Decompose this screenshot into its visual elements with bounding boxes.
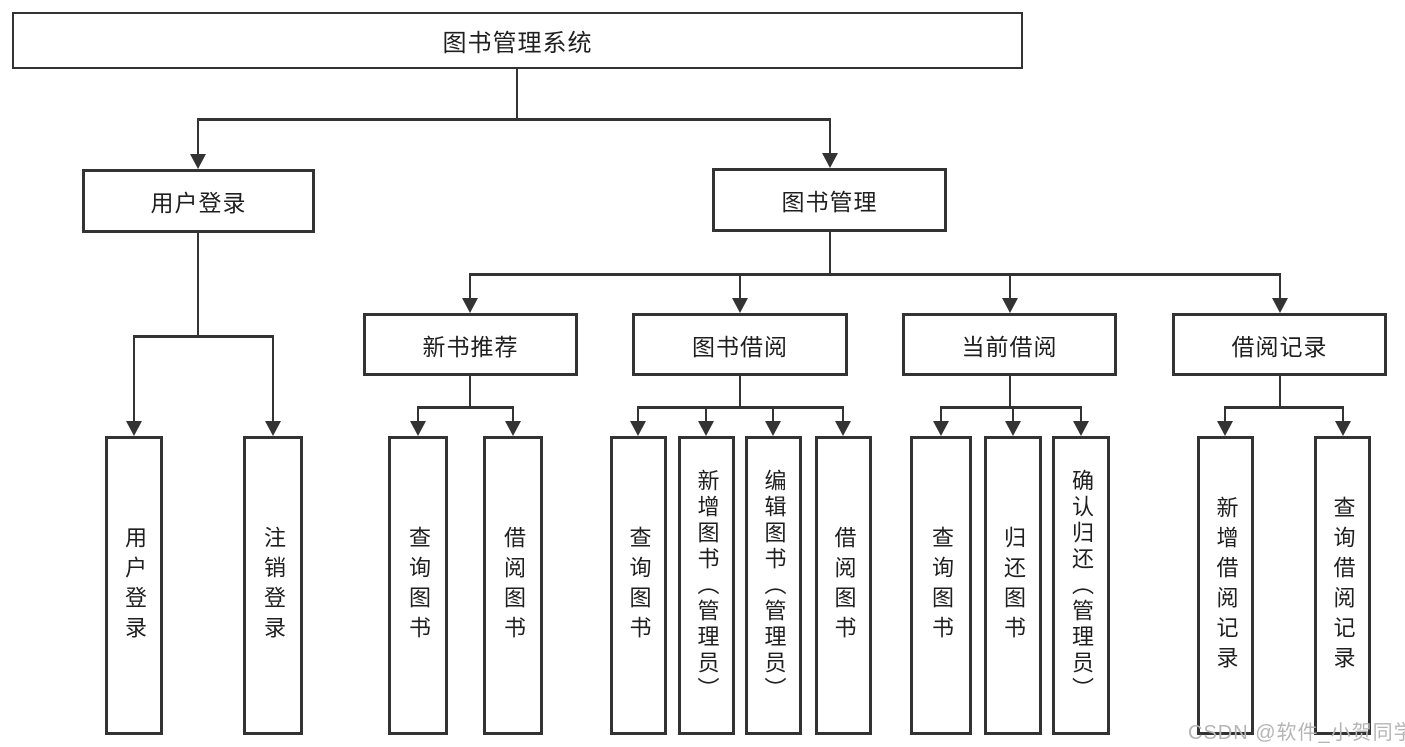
node-library-system: 图书管理系统: [12, 12, 1023, 69]
leaf-logout: 注销登录: [243, 436, 303, 735]
leaf-query-books-recommend: 查询图书: [388, 436, 448, 735]
connector-arrowhead-icon: [1005, 421, 1021, 436]
leaf-query-books-borrowing: 查询图书: [610, 436, 667, 735]
connector-line: [828, 232, 832, 273]
connector-arrowhead-icon: [630, 421, 646, 436]
leaf-label: 借阅图书: [831, 525, 857, 646]
connector-line: [515, 69, 519, 118]
connector-arrowhead-icon: [410, 421, 426, 436]
connector-line: [1341, 406, 1345, 423]
connector-arrowhead-icon: [835, 421, 851, 436]
connector-line: [1008, 273, 1012, 300]
leaf-add-books-admin: 新增图书（管理员）: [678, 436, 735, 735]
leaf-label: 查询图书: [406, 525, 431, 646]
connector-arrowhead-icon: [1272, 298, 1288, 313]
node-user-login: 用户登录: [82, 169, 315, 233]
leaf-user-login: 用户登录: [105, 436, 163, 735]
connector-line: [196, 118, 832, 121]
connector-line: [841, 406, 845, 423]
leaf-query-books-current: 查询图书: [910, 436, 972, 735]
leaf-edit-books-admin: 编辑图书（管理员）: [745, 436, 802, 735]
node-book-management: 图书管理: [712, 168, 947, 232]
leaf-label: 查询图书: [929, 525, 954, 646]
connector-line: [416, 406, 420, 423]
leaf-add-borrow-record: 新增借阅记录: [1197, 436, 1254, 735]
connector-line: [1278, 273, 1282, 300]
connector-line: [196, 233, 200, 335]
leaf-label: 注销登录: [261, 525, 286, 646]
connector-line: [704, 406, 708, 423]
leaf-label: 确认归还（管理员）: [1069, 468, 1094, 703]
connector-line: [468, 273, 1282, 276]
connector-arrowhead-icon: [933, 421, 949, 436]
leaf-label: 查询图书: [626, 525, 652, 646]
connector-line: [1278, 376, 1282, 406]
connector-line: [271, 335, 275, 423]
watermark-text: CSDN @软件_小贺同学: [1188, 722, 1405, 744]
connector-line: [511, 406, 515, 423]
node-label: 借阅记录: [1231, 333, 1328, 360]
connector-line: [132, 335, 275, 338]
leaf-label: 归还图书: [1001, 525, 1026, 646]
node-label: 图书管理系统: [442, 30, 593, 57]
connector-arrowhead-icon: [1073, 421, 1089, 436]
connector-line: [468, 376, 472, 406]
leaf-borrow-books-recommend: 借阅图书: [483, 436, 543, 735]
connector-line: [1223, 406, 1227, 423]
connector-line: [828, 118, 832, 155]
leaf-confirm-return-admin: 确认归还（管理员）: [1052, 436, 1110, 735]
connector-line: [416, 406, 515, 409]
node-label: 图书借阅: [692, 333, 788, 360]
node-label: 当前借阅: [961, 333, 1058, 360]
connector-line: [636, 406, 845, 409]
connector-arrowhead-icon: [1217, 421, 1233, 436]
leaf-borrow-books-borrowing: 借阅图书: [815, 436, 872, 735]
leaf-label: 用户登录: [122, 525, 147, 646]
node-label: 用户登录: [150, 190, 247, 216]
connector-arrowhead-icon: [126, 421, 142, 436]
leaf-return-books: 归还图书: [984, 436, 1042, 735]
node-current-borrowing: 当前借阅: [902, 313, 1117, 376]
connector-line: [468, 273, 472, 300]
leaf-label: 借阅图书: [501, 525, 526, 646]
node-label: 图书管理: [781, 189, 878, 215]
connector-line: [771, 406, 775, 423]
connector-arrowhead-icon: [765, 421, 781, 436]
connector-arrowhead-icon: [1002, 298, 1018, 313]
connector-line: [132, 335, 136, 423]
connector-line: [1011, 406, 1015, 423]
connector-line: [636, 406, 640, 423]
connector-arrowhead-icon: [462, 298, 478, 313]
connector-arrowhead-icon: [732, 298, 748, 313]
connector-line: [196, 118, 200, 156]
node-borrowing-records: 借阅记录: [1172, 313, 1387, 376]
leaf-label: 编辑图书（管理员）: [761, 468, 787, 703]
connector-line: [1079, 406, 1083, 423]
connector-arrowhead-icon: [265, 421, 281, 436]
connector-line: [1008, 376, 1012, 406]
connector-line: [939, 406, 943, 423]
node-label: 新书推荐: [422, 333, 519, 360]
leaf-label: 新增借阅记录: [1213, 495, 1239, 676]
leaf-label: 查询借阅记录: [1330, 495, 1356, 676]
connector-arrowhead-icon: [190, 154, 206, 169]
node-new-book-recommend: 新书推荐: [363, 313, 578, 376]
connector-arrowhead-icon: [822, 153, 838, 168]
connector-arrowhead-icon: [505, 421, 521, 436]
connector-line: [738, 376, 742, 406]
node-book-borrowing: 图书借阅: [632, 313, 848, 376]
connector-arrowhead-icon: [698, 421, 714, 436]
connector-line: [738, 273, 742, 300]
connector-line: [1223, 406, 1345, 409]
leaf-label: 新增图书（管理员）: [694, 468, 720, 703]
connector-line: [939, 406, 1083, 409]
leaf-query-borrow-record: 查询借阅记录: [1314, 436, 1371, 735]
connector-arrowhead-icon: [1335, 421, 1351, 436]
